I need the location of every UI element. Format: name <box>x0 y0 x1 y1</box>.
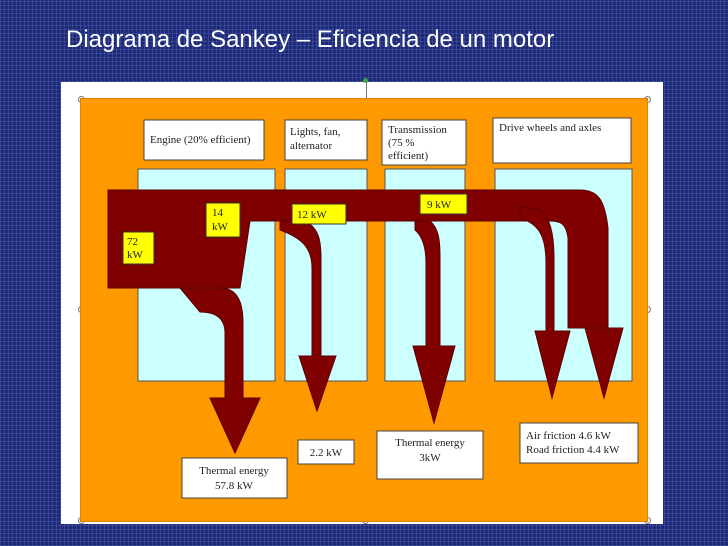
flow-air-friction <box>519 205 571 400</box>
stage-label-engine: Engine (20% efficient) <box>143 119 265 161</box>
flow-label-14kw-line2: kW <box>212 221 229 233</box>
output-friction: Air friction 4.6 kW Road friction 4.4 kW <box>519 422 639 464</box>
output-thermal-transmission: Thermal energy 3kW <box>376 430 484 480</box>
rotate-line <box>366 82 367 98</box>
flow-label-72kw: 72 kW <box>122 231 155 265</box>
stage-label-lights-line1: Lights, fan, <box>290 126 341 138</box>
stage-label-transmission-line1: Transmission <box>388 124 447 136</box>
output-thermal-engine-line1: Thermal energy <box>199 465 269 477</box>
flow-thermal-engine <box>178 287 261 455</box>
output-thermal-engine: Thermal energy 57.8 kW <box>181 457 288 499</box>
output-lights-text: 2.2 kW <box>310 447 343 459</box>
output-thermal-transmission-line1: Thermal energy <box>395 437 465 449</box>
output-friction-line2: Road friction 4.4 kW <box>526 444 620 456</box>
flow-label-72kw-line2: kW <box>127 249 144 261</box>
stage-label-transmission: Transmission (75 % efficient) <box>381 119 467 166</box>
flow-road-friction <box>584 327 624 400</box>
rotate-handle[interactable] <box>363 78 368 83</box>
flow-label-72kw-line1: 72 <box>127 236 138 248</box>
stage-label-engine-text: Engine (20% efficient) <box>150 134 251 146</box>
flow-lights-loss <box>279 220 337 413</box>
slide-title: Diagrama de Sankey – Eficiencia de un mo… <box>66 26 555 53</box>
output-friction-line1: Air friction 4.6 kW <box>526 430 612 442</box>
output-lights: 2.2 kW <box>297 439 355 465</box>
flow-transmission-loss <box>412 220 456 425</box>
flow-label-12kw: 12 kW <box>291 203 347 225</box>
stage-label-drive: Drive wheels and axles <box>492 117 632 164</box>
output-thermal-engine-line2: 57.8 kW <box>215 480 254 492</box>
sankey-diagram: Engine (20% efficient) Lights, fan, alte… <box>80 98 648 522</box>
stage-label-lights: Lights, fan, alternator <box>284 119 368 161</box>
output-thermal-transmission-line2: 3kW <box>419 452 441 464</box>
flow-label-14kw-line1: 14 <box>212 207 224 219</box>
flow-label-12kw-text: 12 kW <box>297 209 327 221</box>
stage-label-drive-text: Drive wheels and axles <box>499 122 601 134</box>
flow-label-14kw: 14 kW <box>205 202 241 238</box>
stage-label-transmission-line2: (75 % <box>388 137 415 149</box>
stage-label-lights-line2: alternator <box>290 140 332 152</box>
flow-label-9kw: 9 kW <box>419 193 468 215</box>
stage-label-transmission-line3: efficient) <box>388 150 428 162</box>
flow-label-9kw-text: 9 kW <box>427 199 452 211</box>
